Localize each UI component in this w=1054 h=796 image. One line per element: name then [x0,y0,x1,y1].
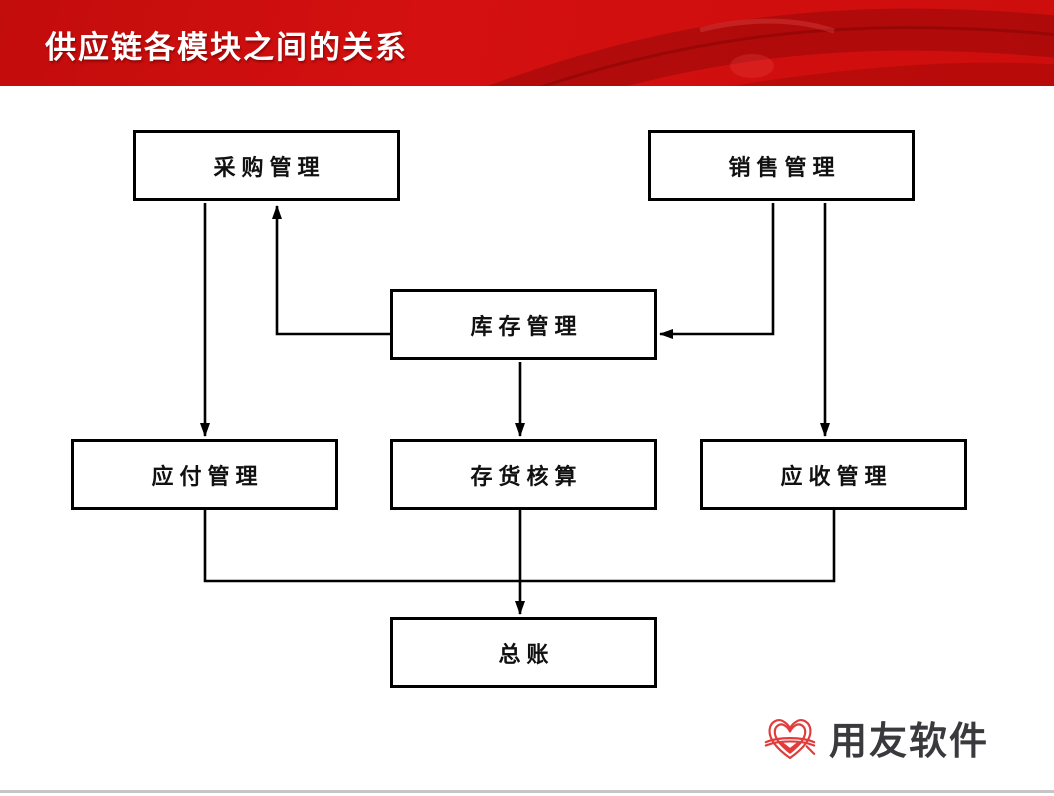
node-accounts-payable: 应付管理 [71,439,338,510]
page-title: 供应链各模块之间的关系 [45,30,408,65]
node-accounts-receivable: 应收管理 [700,439,967,510]
node-sales-management: 销售管理 [648,130,915,201]
node-inventory-management: 库存管理 [390,289,657,360]
vendor-logo-text: 用友软件 [829,721,990,763]
vendor-logo: 用友软件 [763,710,989,765]
edge-sales-to-inventory [659,203,775,339]
node-stock-accounting: 存货核算 [390,439,657,510]
bottom-divider-line [0,790,1054,793]
node-general-ledger: 总账 [390,617,657,688]
edge-inventory-to-purchase [272,205,390,336]
node-purchase-management: 采购管理 [133,130,400,201]
yonyou-heart-icon [764,718,816,759]
